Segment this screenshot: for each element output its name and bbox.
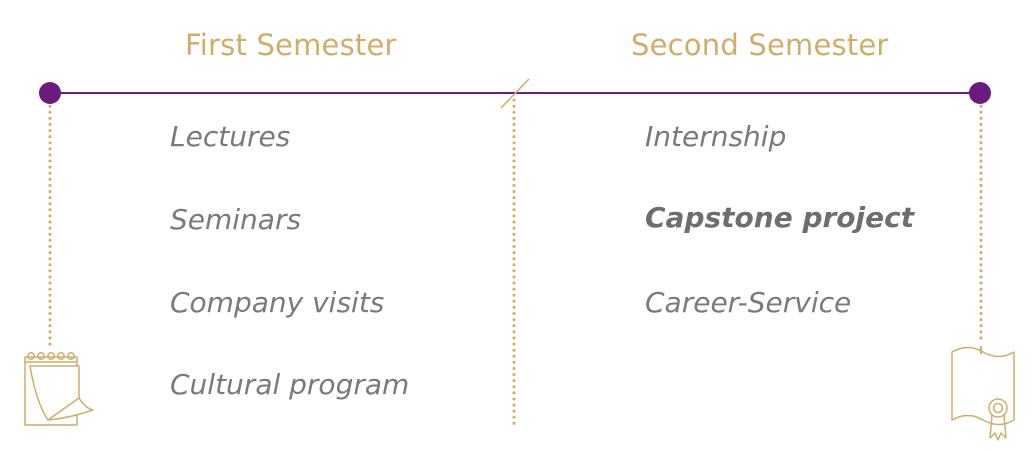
timeline-end-dot [969, 82, 991, 104]
first-semester-item-cultural-program: Cultural program [170, 368, 410, 401]
first-semester-item-seminars: Seminars [170, 203, 302, 236]
first-semester-item-lectures: Lectures [170, 120, 291, 153]
second-semester-item-capstone-project: Capstone project [645, 201, 915, 234]
second-semester-title: Second Semester [631, 28, 889, 62]
notepad-icon [24, 352, 94, 426]
certificate-icon [951, 346, 1015, 441]
second-semester-item-internship: Internship [645, 120, 787, 153]
first-semester-item-company-visits: Company visits [170, 286, 385, 319]
timeline-start-dot [39, 82, 61, 104]
second-semester-item-career-service: Career-Service [645, 286, 852, 319]
timeline-break-mark [500, 78, 530, 109]
first-semester-title: First Semester [185, 28, 397, 62]
